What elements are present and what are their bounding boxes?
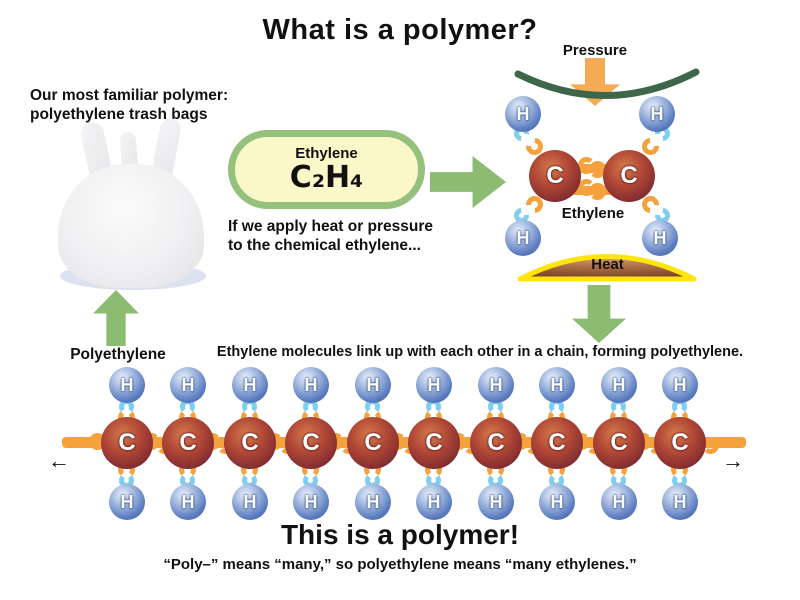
chain-left-arrow-icon: ← [48, 448, 70, 473]
chain-h-atom-top: H [232, 367, 268, 403]
chain-h-atom-bottom: H [109, 484, 145, 520]
ethylene-h-atom: H [642, 220, 678, 256]
chain-c-atom: C [347, 417, 399, 469]
intro-line2: polyethylene trash bags [30, 106, 208, 123]
chain-h-atom-top: H [170, 367, 206, 403]
intro-line1: Our most familiar polymer: [30, 87, 229, 104]
chain-c-atom: C [285, 417, 337, 469]
chain-c-atom: C [654, 417, 706, 469]
pressure-press-arc [514, 68, 700, 99]
chain-h-atom-top: H [478, 367, 514, 403]
chain-h-atom-bottom: H [232, 484, 268, 520]
pill-caption-line1: If we apply heat or pressure [228, 218, 434, 235]
chain-h-atom-bottom: H [601, 484, 637, 520]
chain-h-atom-bottom: H [662, 484, 698, 520]
ethylene-c-atom: C [529, 150, 581, 202]
pill-formula: C₂H₄ [289, 160, 364, 195]
heat-dome [517, 254, 697, 282]
heat-label: Heat [591, 256, 624, 273]
bag-body [58, 164, 204, 288]
intro-text: Our most familiar polymer: polyethylene … [30, 86, 228, 124]
ethylene-molecule-label: Ethylene [561, 205, 625, 222]
outro-heading: This is a polymer! [280, 519, 520, 550]
chain-h-atom-bottom: H [539, 484, 575, 520]
chain-c-atom: C [470, 417, 522, 469]
chain-caption: Ethylene molecules link up with each oth… [216, 344, 744, 360]
pressure-label: Pressure [562, 42, 628, 59]
ethylene-h-atom: H [505, 96, 541, 132]
chain-h-atom-top: H [109, 367, 145, 403]
bond-hook-icon [89, 433, 106, 450]
chain-h-atom-bottom: H [293, 484, 329, 520]
chain-h-atom-bottom: H [355, 484, 391, 520]
ethylene-pill: Ethylene C₂H₄ [228, 130, 425, 209]
chain-h-atom-top: H [662, 367, 698, 403]
chain-h-atom-top: H [601, 367, 637, 403]
bond-hook-icon [702, 437, 719, 454]
chain-c-atom: C [408, 417, 460, 469]
ethylene-h-atom: H [505, 220, 541, 256]
chain-c-atom: C [593, 417, 645, 469]
outro-subtext: “Poly–” means “many,” so polyethylene me… [163, 556, 637, 573]
chain-right-arrow-icon: → [722, 448, 744, 473]
pill-name: Ethylene [295, 145, 358, 162]
chain-c-atom: C [224, 417, 276, 469]
bond-hook-icon [578, 157, 595, 174]
chain-c-atom: C [162, 417, 214, 469]
ethylene-h-atom: H [639, 96, 675, 132]
pill-caption-line2: to the chemical ethylene... [228, 237, 421, 254]
ethylene-c-atom: C [603, 150, 655, 202]
chain-h-atom-top: H [416, 367, 452, 403]
chain-h-atom-top: H [355, 367, 391, 403]
chain-c-atom: C [101, 417, 153, 469]
bond-hook-icon [589, 183, 606, 200]
bond-hook-icon [578, 179, 595, 196]
chain-h-atom-top: H [539, 367, 575, 403]
polyethylene-label: Polyethylene [70, 346, 166, 363]
chain-c-atom: C [531, 417, 583, 469]
trash-bag-illustration [55, 116, 207, 292]
page-title: What is a polymer? [262, 14, 538, 46]
chain-h-atom-top: H [293, 367, 329, 403]
chain-h-atom-bottom: H [170, 484, 206, 520]
chain-h-atom-bottom: H [416, 484, 452, 520]
chain-h-atom-bottom: H [478, 484, 514, 520]
pill-caption: If we apply heat or pressure to the chem… [228, 217, 433, 255]
